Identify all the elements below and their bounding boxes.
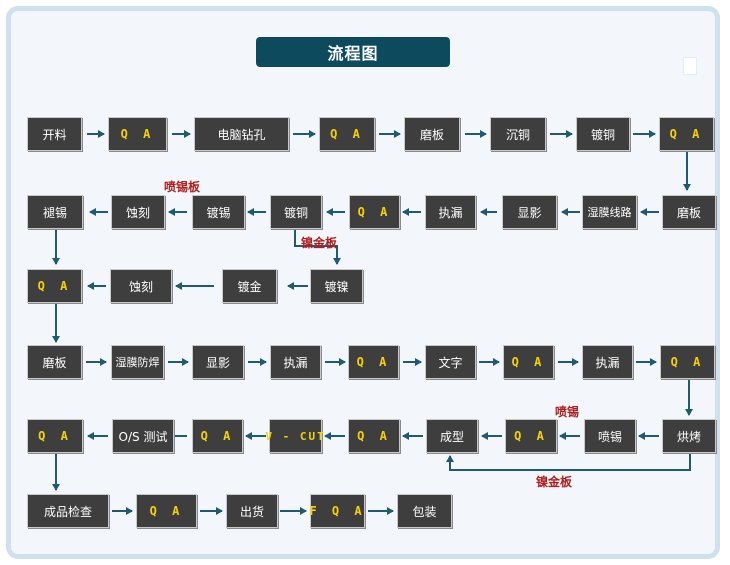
step-touch-up: 执漏 [270,345,321,379]
arrow-branch-nickel [294,230,341,265]
step-developing: 显影 [502,195,557,229]
step-fqa: F Q A [309,494,365,528]
step-qa: Q A [503,345,554,379]
step-tin-stripping: 褪锡 [27,195,83,229]
step-nickel-plating: 镀镍 [310,269,363,303]
step-legend-printing: 文字 [425,345,476,379]
step-qa: Q A [319,117,375,151]
step-qa: Q A [349,195,400,229]
step-wet-film-solder-mask: 湿膜防焊 [111,345,164,379]
step-etching: 蚀刻 [110,269,172,303]
step-baking: 烘烤 [662,419,716,453]
step-tin-plating: 镀锡 [192,195,245,229]
step-cnc-drilling: 电脑钻孔 [194,117,289,151]
step-profiling: 成型 [426,419,478,453]
corner-widget [683,57,697,75]
step-qa: Q A [348,419,400,453]
step-developing: 显影 [192,345,244,379]
step-etching: 蚀刻 [111,195,165,229]
step-wet-film-circuit: 湿膜线路 [582,195,637,229]
step-copper-plating: 镀铜 [576,117,630,151]
step-board-grinding: 磨板 [404,117,460,151]
step-qa: Q A [108,117,167,151]
step-touch-up: 执漏 [582,345,633,379]
note-nickel-gold-board: 镍金板 [301,236,338,250]
note-nickel-gold-board: 镍金板 [536,475,573,489]
step-qa: Q A [660,345,715,379]
step-qa: Q A [348,345,399,379]
note-spray-tin: 喷锡 [555,405,580,419]
step-touch-up: 执漏 [425,195,476,229]
arrow-bypass-nickel [446,454,691,471]
step-copper-plating: 镀铜 [270,195,322,229]
step-board-grinding: 磨板 [662,195,716,229]
step-final-inspection: 成品检查 [27,494,109,528]
step-board-grinding: 磨板 [27,345,82,379]
step-packing: 包装 [397,494,452,528]
step-os-test: O/S 测试 [112,419,174,453]
note-spray-tin-board: 喷锡板 [164,180,201,194]
step-qa: Q A [136,494,197,528]
step-qa: Q A [659,117,714,151]
step-hot-air-leveling: 喷锡 [584,419,636,453]
step-qa: Q A [192,419,243,453]
step-qa: Q A [27,269,82,303]
step-v-cut: V - CUT [265,419,324,453]
step-gold-plating: 镀金 [222,269,277,303]
step-electroless-copper: 沉铜 [490,117,546,151]
step-qa: Q A [27,419,83,453]
step-cutting: 开料 [27,117,82,151]
step-shipping: 出货 [226,494,278,528]
page-title: 流程图 [256,37,450,67]
step-qa: Q A [505,419,557,453]
